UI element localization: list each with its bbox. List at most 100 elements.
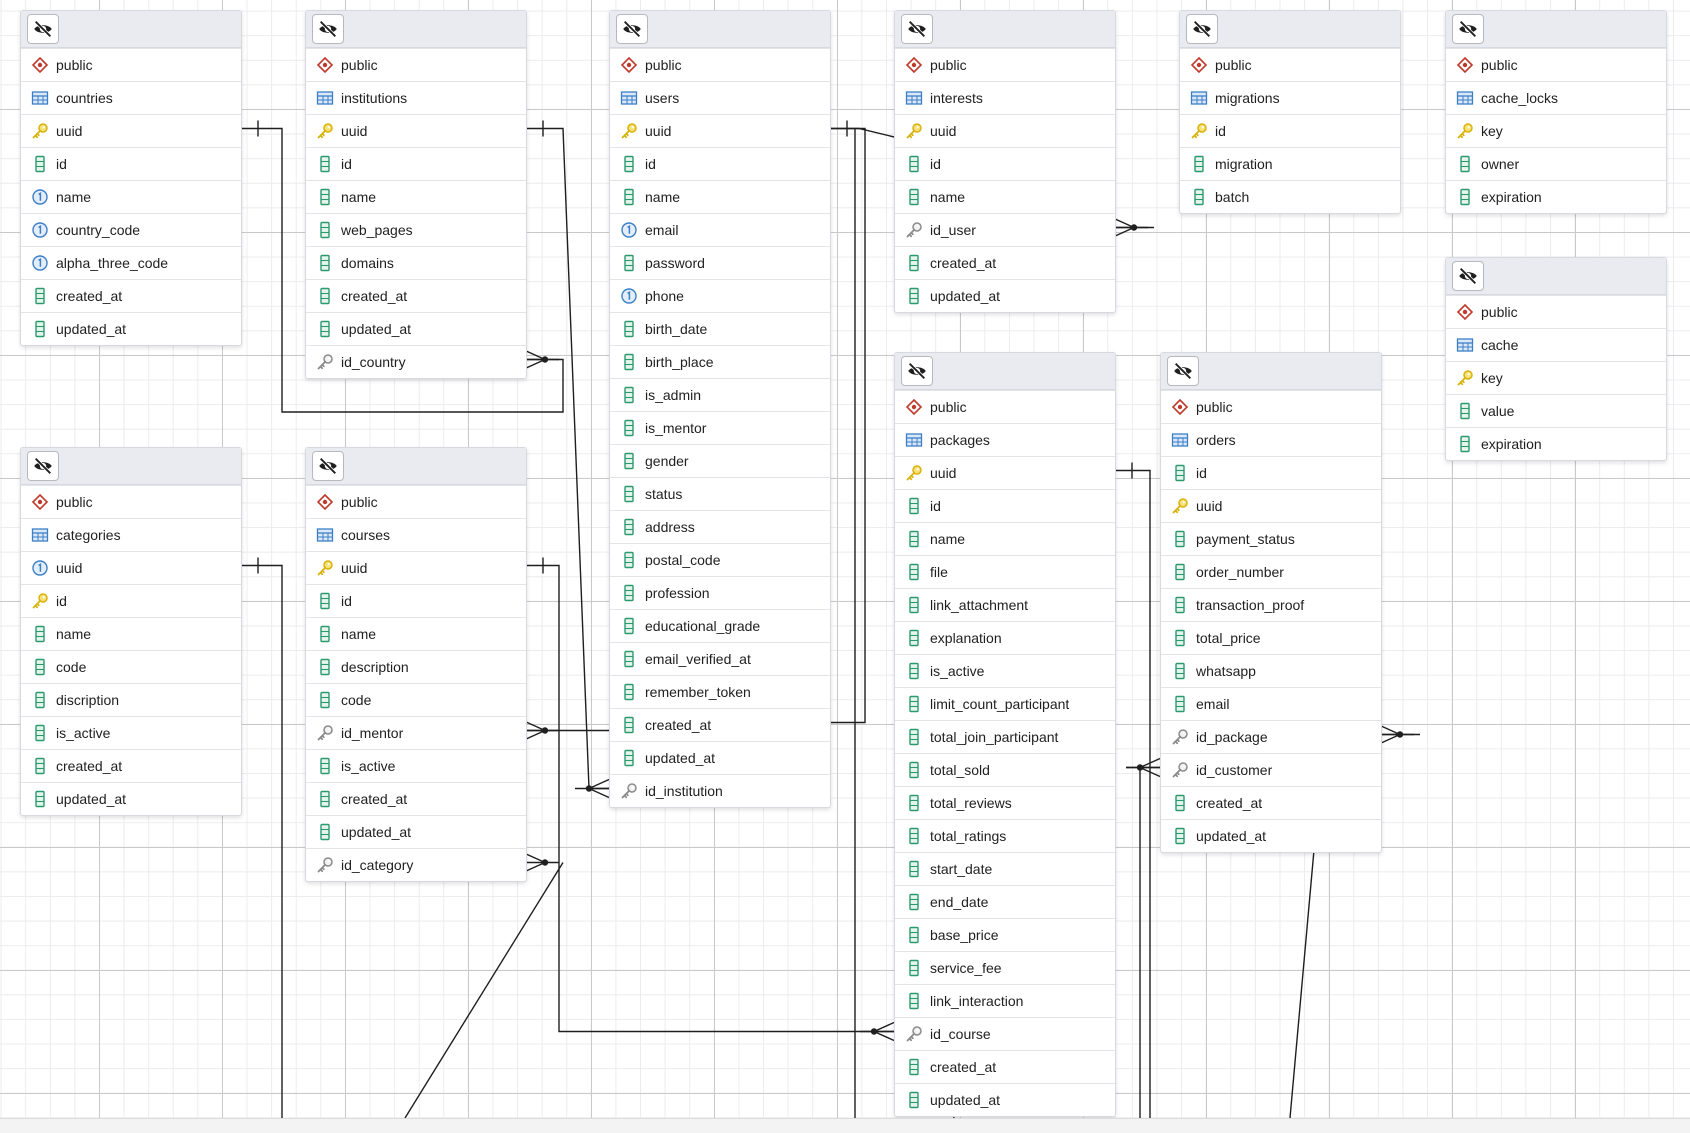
column-row[interactable]: payment_status xyxy=(1161,522,1381,555)
column-row[interactable]: explanation xyxy=(895,621,1115,654)
column-row[interactable]: uuid xyxy=(21,551,241,584)
horizontal-scrollbar[interactable] xyxy=(0,1118,1690,1133)
table-name-row[interactable]: migrations xyxy=(1180,81,1400,114)
schema-row[interactable]: public xyxy=(1446,48,1666,81)
column-row[interactable]: created_at xyxy=(306,279,526,312)
column-row[interactable]: is_admin xyxy=(610,378,830,411)
column-row[interactable]: remember_token xyxy=(610,675,830,708)
column-row[interactable]: transaction_proof xyxy=(1161,588,1381,621)
column-row[interactable]: link_attachment xyxy=(895,588,1115,621)
column-row[interactable]: id_package xyxy=(1161,720,1381,753)
column-row[interactable]: discription xyxy=(21,683,241,716)
column-row[interactable]: name xyxy=(21,180,241,213)
column-row[interactable]: id_user xyxy=(895,213,1115,246)
column-row[interactable]: link_interaction xyxy=(895,984,1115,1017)
table-name-row[interactable]: cache xyxy=(1446,328,1666,361)
table-name-row[interactable]: countries xyxy=(21,81,241,114)
column-row[interactable]: id xyxy=(1161,456,1381,489)
column-row[interactable]: code xyxy=(306,683,526,716)
column-row[interactable]: educational_grade xyxy=(610,609,830,642)
column-row[interactable]: base_price xyxy=(895,918,1115,951)
column-row[interactable]: status xyxy=(610,477,830,510)
schema-row[interactable]: public xyxy=(21,485,241,518)
column-row[interactable]: name xyxy=(306,180,526,213)
column-row[interactable]: description xyxy=(306,650,526,683)
table-name-row[interactable]: users xyxy=(610,81,830,114)
schema-row[interactable]: public xyxy=(21,48,241,81)
column-row[interactable]: total_price xyxy=(1161,621,1381,654)
column-row[interactable]: expiration xyxy=(1446,180,1666,213)
column-row[interactable]: name xyxy=(306,617,526,650)
column-row[interactable]: web_pages xyxy=(306,213,526,246)
column-row[interactable]: id xyxy=(306,147,526,180)
toggle-visibility-button[interactable] xyxy=(27,14,59,44)
column-row[interactable]: value xyxy=(1446,394,1666,427)
column-row[interactable]: domains xyxy=(306,246,526,279)
column-row[interactable]: created_at xyxy=(610,708,830,741)
table-name-row[interactable]: courses xyxy=(306,518,526,551)
column-row[interactable]: id_course xyxy=(895,1017,1115,1050)
column-row[interactable]: birth_place xyxy=(610,345,830,378)
column-row[interactable]: email_verified_at xyxy=(610,642,830,675)
column-row[interactable]: code xyxy=(21,650,241,683)
column-row[interactable]: name xyxy=(21,617,241,650)
column-row[interactable]: updated_at xyxy=(1161,819,1381,852)
table-name-row[interactable]: packages xyxy=(895,423,1115,456)
column-row[interactable]: uuid xyxy=(610,114,830,147)
column-row[interactable]: limit_count_participant xyxy=(895,687,1115,720)
column-row[interactable]: uuid xyxy=(306,551,526,584)
column-row[interactable]: updated_at xyxy=(306,312,526,345)
column-row[interactable]: name xyxy=(610,180,830,213)
column-row[interactable]: alpha_three_code xyxy=(21,246,241,279)
column-row[interactable]: created_at xyxy=(895,246,1115,279)
column-row[interactable]: batch xyxy=(1180,180,1400,213)
column-row[interactable]: updated_at xyxy=(21,782,241,815)
column-row[interactable]: created_at xyxy=(1161,786,1381,819)
column-row[interactable]: whatsapp xyxy=(1161,654,1381,687)
toggle-visibility-button[interactable] xyxy=(616,14,648,44)
column-row[interactable]: key xyxy=(1446,361,1666,394)
column-row[interactable]: total_sold xyxy=(895,753,1115,786)
column-row[interactable]: is_active xyxy=(306,749,526,782)
schema-row[interactable]: public xyxy=(306,48,526,81)
column-row[interactable]: id xyxy=(895,147,1115,180)
table-name-row[interactable]: interests xyxy=(895,81,1115,114)
column-row[interactable]: owner xyxy=(1446,147,1666,180)
column-row[interactable]: id_category xyxy=(306,848,526,881)
column-row[interactable]: updated_at xyxy=(21,312,241,345)
toggle-visibility-button[interactable] xyxy=(312,14,344,44)
column-row[interactable]: profession xyxy=(610,576,830,609)
column-row[interactable]: updated_at xyxy=(895,1083,1115,1116)
column-row[interactable]: id_mentor xyxy=(306,716,526,749)
toggle-visibility-button[interactable] xyxy=(901,356,933,386)
column-row[interactable]: id_country xyxy=(306,345,526,378)
column-row[interactable]: uuid xyxy=(306,114,526,147)
column-row[interactable]: country_code xyxy=(21,213,241,246)
column-row[interactable]: phone xyxy=(610,279,830,312)
column-row[interactable]: updated_at xyxy=(895,279,1115,312)
toggle-visibility-button[interactable] xyxy=(1186,14,1218,44)
toggle-visibility-button[interactable] xyxy=(1167,356,1199,386)
column-row[interactable]: email xyxy=(1161,687,1381,720)
column-row[interactable]: name xyxy=(895,522,1115,555)
table-name-row[interactable]: orders xyxy=(1161,423,1381,456)
schema-row[interactable]: public xyxy=(1180,48,1400,81)
schema-row[interactable]: public xyxy=(1446,295,1666,328)
column-row[interactable]: expiration xyxy=(1446,427,1666,460)
toggle-visibility-button[interactable] xyxy=(312,451,344,481)
column-row[interactable]: id xyxy=(610,147,830,180)
column-row[interactable]: key xyxy=(1446,114,1666,147)
toggle-visibility-button[interactable] xyxy=(901,14,933,44)
column-row[interactable]: created_at xyxy=(21,749,241,782)
column-row[interactable]: total_join_participant xyxy=(895,720,1115,753)
column-row[interactable]: id xyxy=(21,584,241,617)
column-row[interactable]: id xyxy=(21,147,241,180)
column-row[interactable]: updated_at xyxy=(306,815,526,848)
column-row[interactable]: uuid xyxy=(895,114,1115,147)
